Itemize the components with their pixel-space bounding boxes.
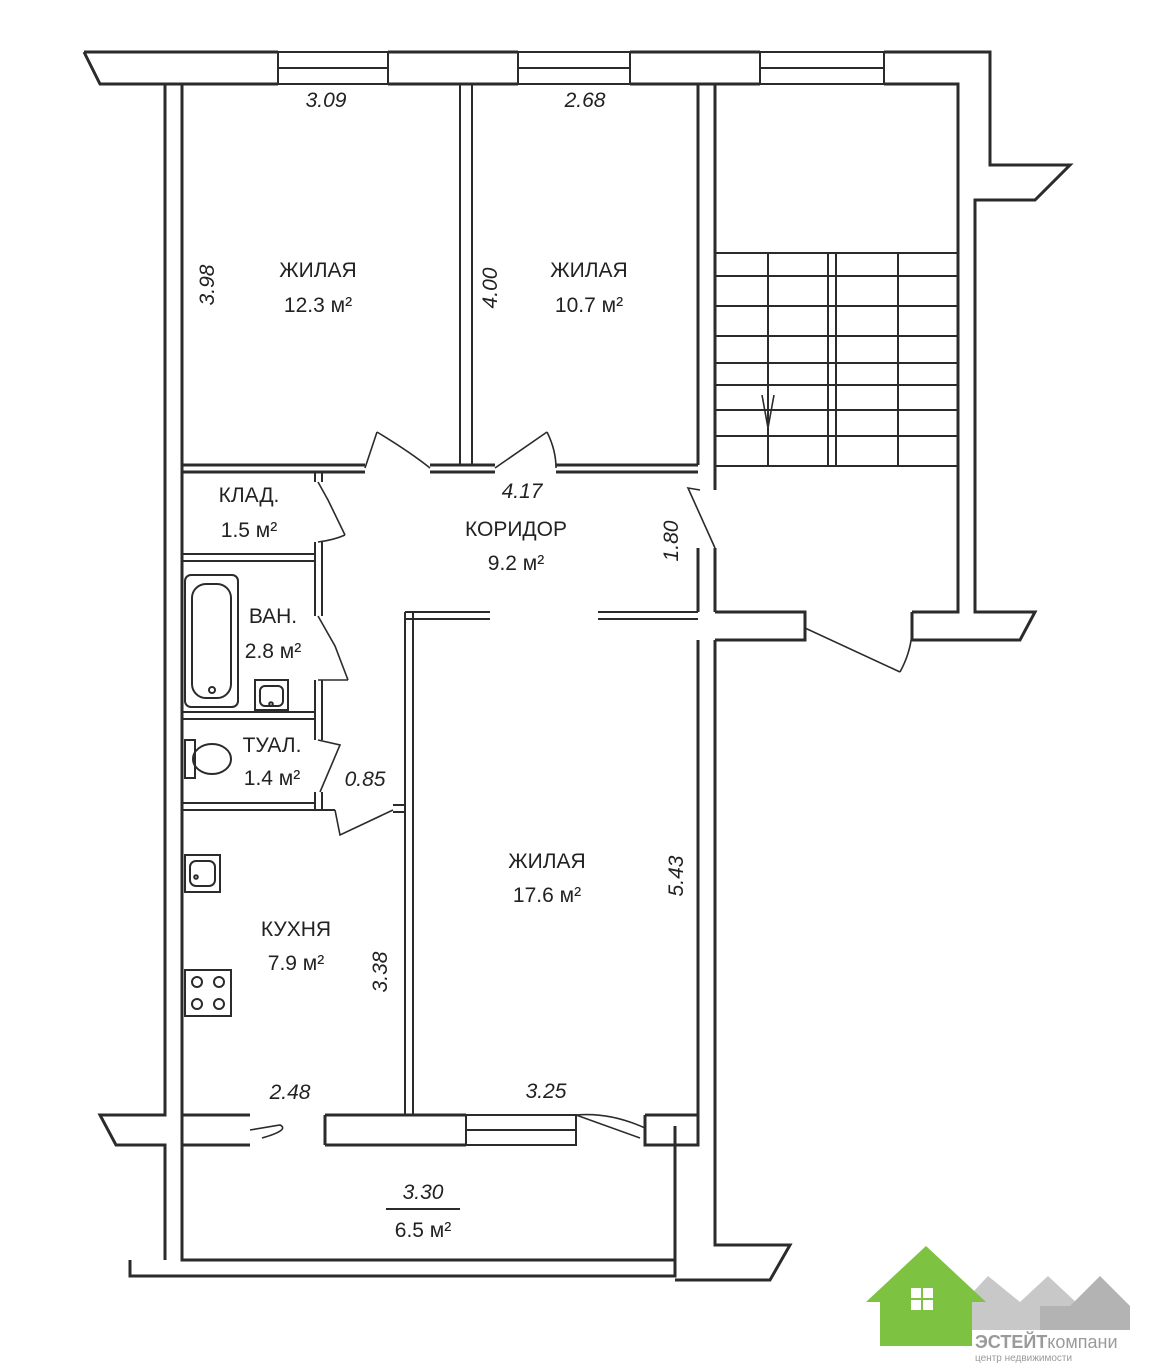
corridor-width: 4.17 xyxy=(502,480,544,503)
walls xyxy=(82,50,1074,1282)
bedroom2-width: 2.68 xyxy=(564,89,606,112)
bedroom2-depth: 4.00 xyxy=(479,267,502,308)
bathtub-icon xyxy=(184,574,239,708)
bedroom2-name: ЖИЛАЯ xyxy=(550,259,627,282)
room-labels: ЖИЛАЯ 12.3 м² ЖИЛАЯ 10.7 м² КЛАД. 1.5 м²… xyxy=(219,259,628,1242)
toilet-width: 0.85 xyxy=(345,768,386,791)
corridor-depth: 1.80 xyxy=(660,520,683,561)
storage-area: 1.5 м² xyxy=(221,519,277,542)
company-logo: ЭСТЕЙТкомпани центр недвижимости xyxy=(866,1246,1130,1364)
balcony-width: 3.30 xyxy=(403,1181,444,1204)
bathroom-area: 2.8 м² xyxy=(245,640,301,663)
bathroom-sink-icon xyxy=(254,679,289,711)
bathroom-name: ВАН. xyxy=(249,605,297,628)
logo-name: ЭСТЕЙТкомпани xyxy=(975,1331,1118,1352)
staircase xyxy=(715,252,958,467)
fixtures xyxy=(184,574,289,1017)
toilet-area: 1.4 м² xyxy=(244,767,300,790)
kitchen-depth: 3.38 xyxy=(369,951,392,992)
kitchen-name: КУХНЯ xyxy=(261,918,331,941)
kitchen-sink-icon xyxy=(184,854,221,893)
kitchen-width: 2.48 xyxy=(269,1081,311,1104)
logo-tagline: центр недвижимости xyxy=(975,1353,1072,1364)
toilet-name: ТУАЛ. xyxy=(243,734,302,757)
logo-house-gray2-icon xyxy=(1040,1276,1130,1330)
storage-name: КЛАД. xyxy=(219,484,280,507)
living-width: 3.25 xyxy=(526,1080,567,1103)
bedroom2-area: 10.7 м² xyxy=(555,294,623,317)
corridor-name: КОРИДОР xyxy=(465,518,567,541)
stove-icon xyxy=(184,969,232,1017)
balcony-area: 6.5 м² xyxy=(395,1219,451,1242)
dimension-labels: 3.09 2.68 3.98 4.00 4.17 1.80 0.85 5.43 … xyxy=(196,89,688,1210)
bedroom1-name: ЖИЛАЯ xyxy=(279,259,356,282)
living-depth: 5.43 xyxy=(665,855,688,896)
bedroom1-area: 12.3 м² xyxy=(284,294,352,317)
living-area: 17.6 м² xyxy=(513,884,581,907)
doors xyxy=(249,431,913,1139)
bedroom1-width: 3.09 xyxy=(306,89,347,112)
kitchen-area: 7.9 м² xyxy=(268,952,324,975)
corridor-area: 9.2 м² xyxy=(488,552,544,575)
living-name: ЖИЛАЯ xyxy=(508,850,585,873)
bedroom1-depth: 3.98 xyxy=(196,264,219,305)
toilet-icon xyxy=(184,739,196,779)
